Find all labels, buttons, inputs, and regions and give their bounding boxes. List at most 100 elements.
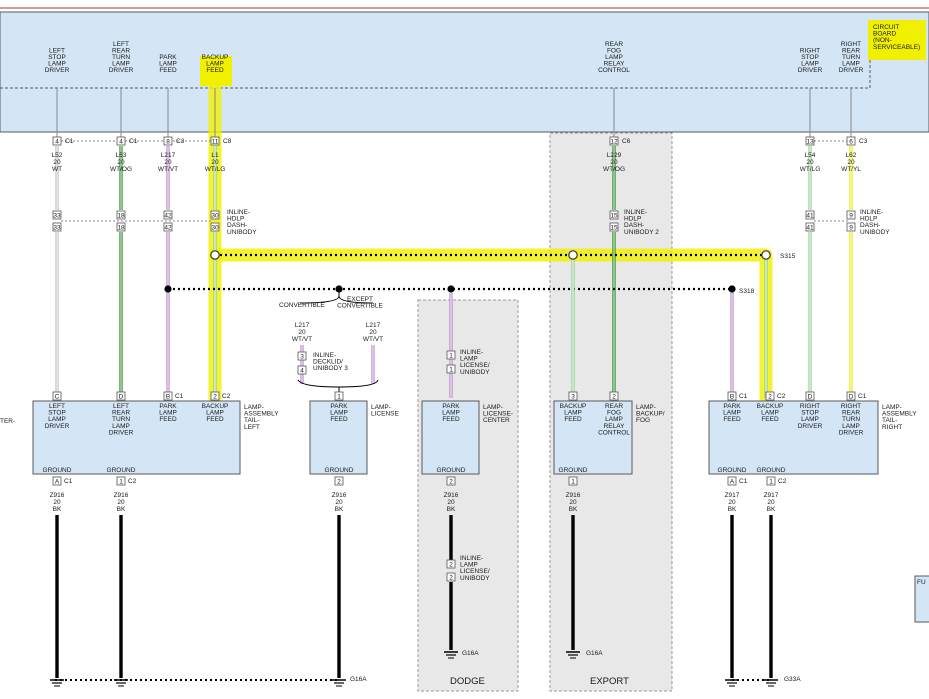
ground-point-dodge: G16A <box>462 650 479 657</box>
inline1-5: 41 <box>806 212 814 219</box>
ground-circuit-license-center-0: Z916 <box>444 492 459 499</box>
board-pin-label-1: REAR <box>112 47 130 54</box>
edge-module-right <box>914 575 929 623</box>
board-pin-label-1: LEFT <box>113 41 129 48</box>
circuit-label-1: 20 <box>117 159 125 166</box>
ground-circuit-tail-right-0: Z917 <box>725 492 740 499</box>
module-backup-fog <box>553 400 633 475</box>
module-pin-label-tail-left-3: FEED <box>206 416 224 423</box>
splice-node-backup-1 <box>568 250 578 260</box>
inline1-3-box <box>210 210 220 220</box>
board-pin-label-4: REAR <box>605 41 623 48</box>
inline-label-mid: UNIBODY 2 <box>624 229 659 236</box>
circuit-label-0: L52 <box>52 152 63 159</box>
module-pin-tail-right-3-box <box>846 391 856 401</box>
module-ground-pin-tail-right-0: A <box>730 478 735 485</box>
board-pin-label-6: LAMP <box>842 61 860 68</box>
inline-label-left: UNIBODY <box>227 229 257 236</box>
license-lower-pin-1: 2 <box>449 561 453 568</box>
inline2-1-box <box>116 222 126 232</box>
module-ground-label-tail-left-0: GROUND <box>43 467 72 474</box>
module-pin-tail-left-1-box <box>116 391 126 401</box>
conv-circuit-2: 20 <box>369 329 377 336</box>
board-pin-4-box <box>609 136 619 146</box>
license-inline-label: LICENSE/ <box>460 362 490 369</box>
ground-circuit-backup-fog-0: Z916 <box>566 492 581 499</box>
module-pin-license-0-box <box>334 391 344 401</box>
board-pin-label-5: RIGHT <box>800 47 820 54</box>
ground-circuit-tail-left-1: Z916 <box>114 492 129 499</box>
module-pin-label-tail-left-1: DRIVER <box>109 429 134 436</box>
ground-point-right: G33A <box>784 676 801 683</box>
board-pin-label-4: FOG <box>607 47 621 54</box>
ground-point-left: G16A <box>350 676 367 683</box>
board-pin-label-5: DRIVER <box>798 67 823 74</box>
module-pin-tail-left-2: B <box>166 393 170 400</box>
module-conn-tail-right-1: C2 <box>777 393 786 400</box>
inline1-1-box <box>116 210 126 220</box>
splice-node-backup-0 <box>210 250 220 260</box>
module-pin-label-backup-fog-1: LAMP <box>605 416 623 423</box>
circuit-label-2: WT/VT <box>158 166 178 173</box>
license-inline-label: UNIBODY <box>460 369 490 376</box>
module-name-tail-left: ASSEMBLY <box>244 411 279 418</box>
license-pin-2: 1 <box>449 366 453 373</box>
inline2-3: 30 <box>211 224 219 231</box>
module-ground-pin-backup-fog-0: 1 <box>571 478 575 485</box>
license-lower-inline-label: INLINE- <box>460 555 483 562</box>
module-ground-pin-license-center-0: 2 <box>449 478 453 485</box>
inline-label-mid: HDLP <box>624 216 641 223</box>
module-pin-label-tail-left-1: TURN <box>112 416 130 423</box>
region-label-dodge: DODGE <box>450 676 485 687</box>
board-pin-label-2: FEED <box>159 67 177 74</box>
module-pin-label-tail-left-1: LEFT <box>113 403 129 410</box>
module-pin-label-tail-right-2: LAMP <box>801 416 819 423</box>
board-pin-label-4: CONTROL <box>598 67 630 74</box>
module-pin-tail-left-0: C <box>55 393 60 400</box>
module-ground-conn-tail-right-1: C2 <box>778 478 787 485</box>
conv-circuit-2: L217 <box>366 322 381 329</box>
inline1-6: 9 <box>849 212 853 219</box>
module-pin-label-backup-fog-0: LAMP <box>564 410 582 417</box>
module-pin-label-license-0: PARK <box>330 403 348 410</box>
circuit-label-6: WT/YL <box>841 166 861 173</box>
inline-label-mid: DASH- <box>624 222 644 229</box>
board-conn-2: C3 <box>176 138 185 145</box>
inline1-5-box <box>805 210 815 220</box>
splice-s315: S315 <box>780 253 796 260</box>
board-pin-label-1: DRIVER <box>109 67 134 74</box>
module-pin-backup-fog-0-box <box>568 391 578 401</box>
board-pin-label-6: REAR <box>842 47 860 54</box>
circuit-label-4: L229 <box>607 152 622 159</box>
inline2-4: 15 <box>610 224 618 231</box>
module-pin-backup-fog-1-box <box>609 391 619 401</box>
ground-circuit-backup-fog-0: 20 <box>569 499 577 506</box>
inline-label-right: INLINE- <box>860 209 883 216</box>
module-ground-pin-tail-left-0-box <box>52 476 62 486</box>
module-ground-pin-backup-fog-0-box <box>568 476 578 486</box>
module-pin-tail-left-3: 2 <box>213 393 217 400</box>
board-pin-label-0: STOP <box>48 54 66 61</box>
inline2-6: 9 <box>849 224 853 231</box>
module-pin-label-tail-right-1: BACKUP <box>757 403 784 410</box>
board-pin-label-4: LAMP <box>605 54 623 61</box>
ground-circuit-tail-left-0: BK <box>53 506 62 513</box>
inline1-1: 18 <box>117 212 125 219</box>
board-pin-label-4: RELAY <box>604 61 625 68</box>
board-pin-6: 6 <box>849 138 853 145</box>
dodge-option-region <box>417 299 519 692</box>
module-pin-tail-right-0: B <box>730 393 734 400</box>
ground-circuit-tail-right-0: 20 <box>728 499 736 506</box>
module-pin-label-tail-left-0: DRIVER <box>45 423 70 430</box>
module-pin-label-tail-right-2: RIGHT <box>800 403 820 410</box>
module-pin-label-tail-right-2: DRIVER <box>798 423 823 430</box>
module-pin-label-tail-left-1: LAMP <box>112 423 130 430</box>
circuit-label-1: L63 <box>116 152 127 159</box>
module-tail-left <box>32 400 241 475</box>
module-ground-label-tail-right-0: GROUND <box>718 467 747 474</box>
license-lower-inline-label: LICENSE/ <box>460 568 490 575</box>
inline2-2-box <box>163 222 173 232</box>
except-convertible-label: CONVERTIBLE <box>337 303 383 310</box>
module-pin-tail-left-3-box <box>210 391 220 401</box>
board-pin-4: 12 <box>610 138 618 145</box>
